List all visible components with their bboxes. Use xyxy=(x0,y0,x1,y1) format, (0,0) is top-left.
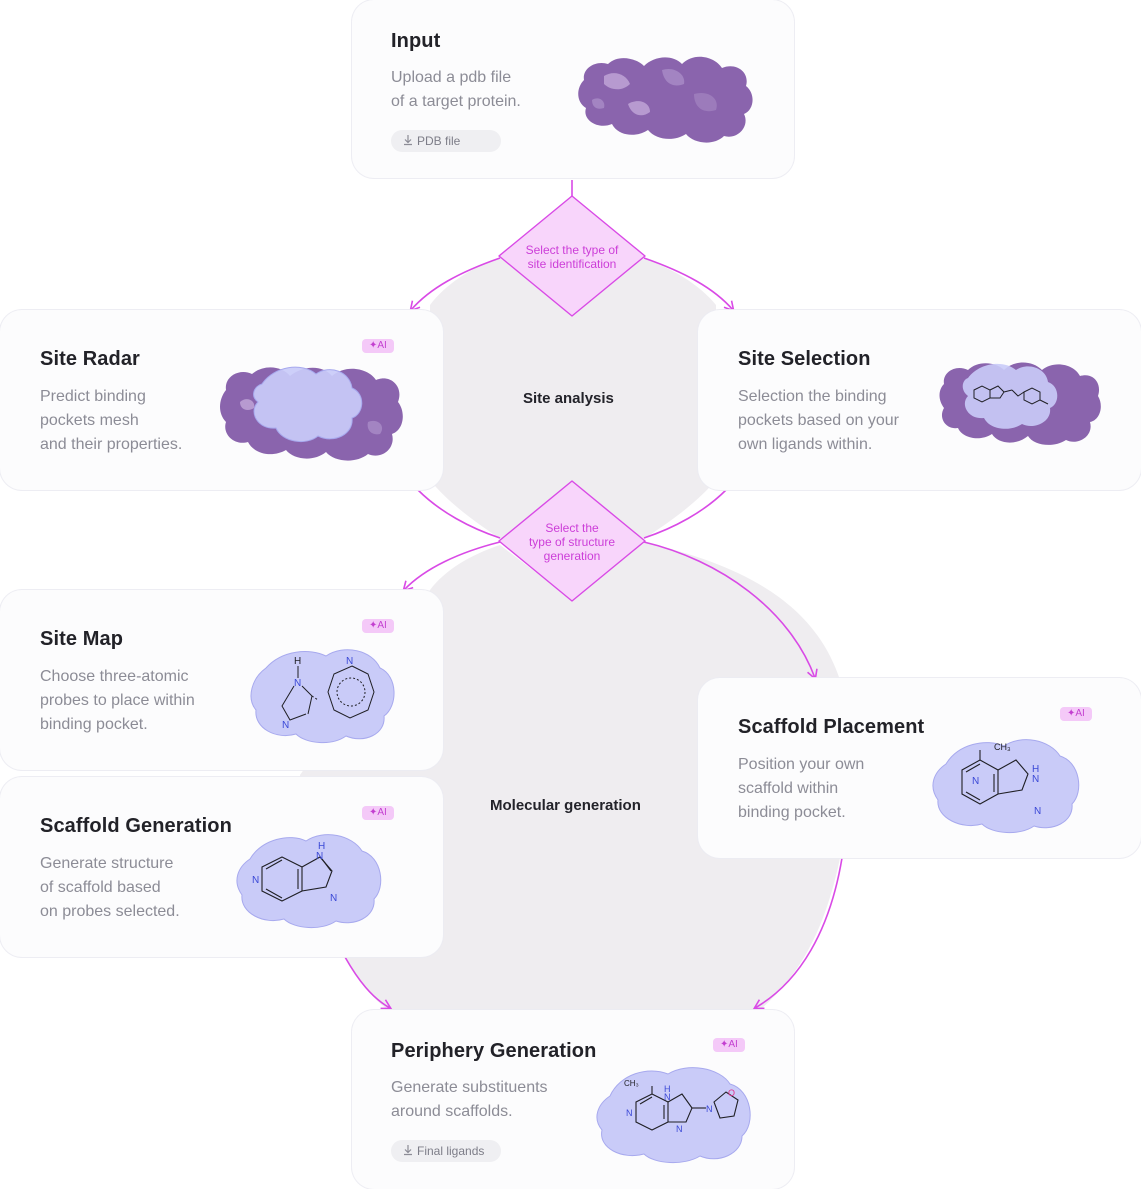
periphery-generation-card[interactable]: Periphery Generation Generate substituen… xyxy=(352,1010,794,1189)
card-title: Site Radar xyxy=(40,348,140,370)
atom-label-n: N xyxy=(1032,774,1039,785)
decision-label-site-type: Select the type of site identification xyxy=(525,243,619,271)
final-ligand-pocket-illustration: CH₃ H N N N N O xyxy=(596,1067,751,1163)
atom-label-n: N xyxy=(346,656,353,667)
site-analysis-region xyxy=(430,258,716,540)
atom-label-n: N xyxy=(294,678,301,689)
ai-badge: ✦AI xyxy=(362,619,394,633)
pdb-file-label: PDB file xyxy=(417,134,461,148)
atom-label-ch3: CH₃ xyxy=(994,742,1011,752)
atom-label-n: N xyxy=(330,893,337,904)
connector-placement-to-periphery xyxy=(752,857,843,1010)
atom-label-n: N xyxy=(664,1092,671,1102)
atom-label-n: N xyxy=(252,875,259,886)
final-ligands-label: Final ligands xyxy=(417,1144,485,1158)
connector-to-site-map xyxy=(402,541,501,592)
card-title: Site Selection xyxy=(738,348,871,370)
pdb-file-button[interactable]: PDB file xyxy=(391,130,501,152)
connector-scaffold-gen-to-periphery xyxy=(344,956,393,1010)
site-selection-card[interactable]: Site Selection Selection the binding poc… xyxy=(698,310,1141,490)
site-radar-card[interactable]: Site Radar Predict binding pockets mesh … xyxy=(0,310,443,490)
section-label-molecular-generation: Molecular generation xyxy=(490,797,641,814)
connector-to-scaffold-placement xyxy=(643,541,818,681)
atom-label-n: N xyxy=(316,851,323,862)
atom-label-n: N xyxy=(676,1124,683,1134)
atom-label-h: H xyxy=(318,841,325,852)
card-description: Choose three-atomic probes to place with… xyxy=(40,668,195,733)
connector-selection-to-decision xyxy=(643,489,727,539)
atom-label-n: N xyxy=(282,720,289,731)
card-description: Selection the binding pockets based on y… xyxy=(738,388,899,453)
card-title: Periphery Generation xyxy=(391,1040,597,1062)
scaffold-pocket-illustration: H N N N xyxy=(236,834,382,928)
protein-surface-illustration xyxy=(578,56,753,143)
protein-pocket-illustration xyxy=(220,366,403,461)
ai-badge: ✦AI xyxy=(713,1038,745,1052)
decision-diamond-structure-type xyxy=(498,480,646,602)
site-map-card[interactable]: Site Map Choose three-atomic probes to p… xyxy=(0,590,443,770)
connector-radar-to-decision xyxy=(417,489,501,539)
input-card[interactable]: Input Upload a pdb file of a target prot… xyxy=(352,0,794,178)
methyl-scaffold-pocket-illustration: CH₃ H N N N xyxy=(932,739,1080,833)
section-label-site-analysis: Site analysis xyxy=(523,390,614,407)
protein-ligand-illustration xyxy=(939,362,1101,445)
probes-pocket-illustration: H N N N xyxy=(250,649,395,743)
card-description: Position your own scaffold within bindin… xyxy=(738,756,865,821)
decision-diamond-site-type xyxy=(498,195,646,317)
card-description: Generate structure of scaffold based on … xyxy=(40,855,180,920)
ai-badge: ✦AI xyxy=(362,339,394,353)
decision-label-structure-type: Select the type of structure generation xyxy=(528,521,616,563)
atom-label-o: O xyxy=(728,1088,735,1098)
connector-to-site-radar xyxy=(409,257,501,313)
download-icon xyxy=(404,1145,412,1156)
card-title: Site Map xyxy=(40,628,124,650)
card-description: Predict binding pockets mesh and their p… xyxy=(40,388,183,453)
atom-label-h: H xyxy=(294,656,301,667)
atom-label-n: N xyxy=(706,1104,713,1114)
atom-label-ch3: CH₃ xyxy=(624,1079,639,1088)
atom-label-n: N xyxy=(972,776,979,787)
atom-label-n: N xyxy=(626,1108,633,1118)
scaffold-placement-card[interactable]: Scaffold Placement Position your own sca… xyxy=(698,678,1141,858)
card-title: Scaffold Generation xyxy=(40,815,232,837)
download-icon xyxy=(404,135,412,146)
card-description: Generate substituents around scaffolds. xyxy=(391,1079,548,1120)
atom-label-h: H xyxy=(1032,764,1039,775)
card-title: Input xyxy=(391,30,441,52)
atom-label-n: N xyxy=(1034,806,1041,817)
final-ligands-button[interactable]: Final ligands xyxy=(391,1140,501,1162)
ai-badge: ✦AI xyxy=(1060,707,1092,721)
atom-label-h: H xyxy=(664,1084,671,1094)
scaffold-generation-card[interactable]: Scaffold Generation Generate structure o… xyxy=(0,777,443,957)
card-description: Upload a pdb file of a target protein. xyxy=(391,69,521,110)
connector-to-site-selection xyxy=(643,257,735,313)
card-title: Scaffold Placement xyxy=(738,716,925,738)
ai-badge: ✦AI xyxy=(362,806,394,820)
